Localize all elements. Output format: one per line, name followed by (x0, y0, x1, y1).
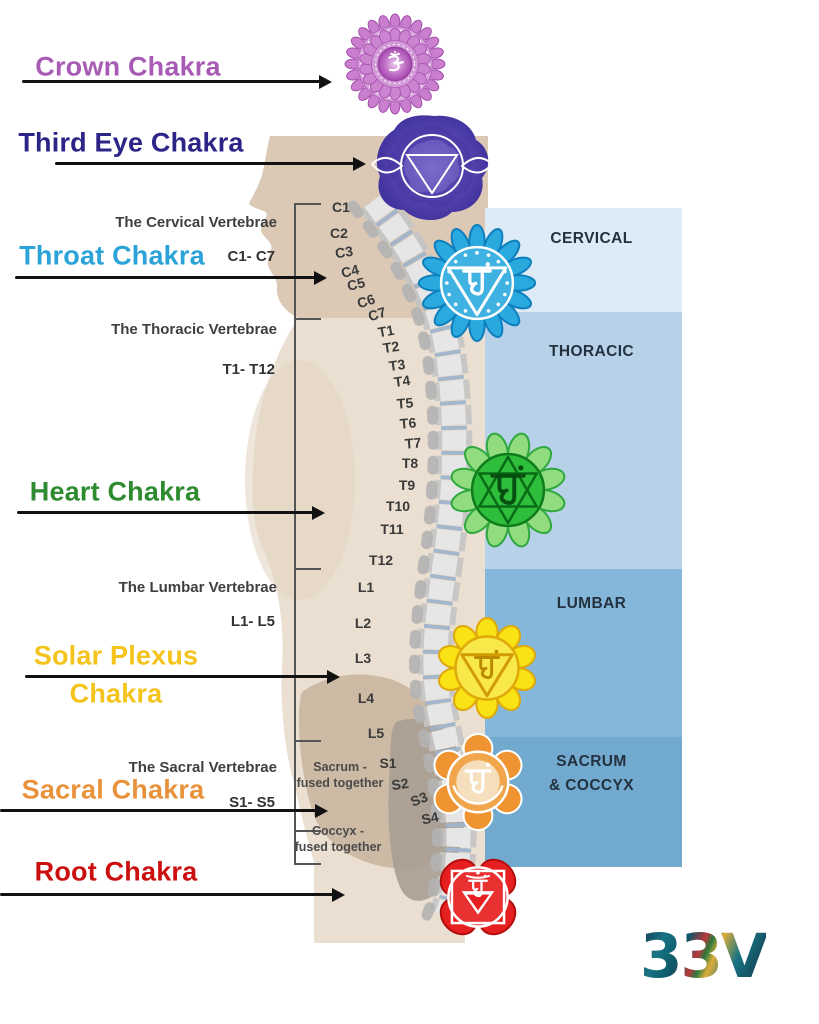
root-chakra-icon (417, 836, 539, 958)
throat-chakra-arrow (15, 276, 317, 279)
heart-icon-svg (450, 432, 566, 548)
vertebra-label-t9: T9 (398, 477, 416, 493)
vertebra-label-t2: T2 (381, 337, 401, 357)
solar-plexus-chakra-label: Chakra (69, 678, 163, 709)
region-band-lumbar-label: LUMBAR (556, 595, 627, 612)
section-title-0: The Cervical Vertebrae (115, 214, 277, 231)
vertebra-label-t8: T8 (401, 455, 419, 471)
crown-chakra-arrow (22, 80, 322, 83)
crown-chakra-icon (332, 1, 458, 127)
bracket-tick-0 (294, 203, 321, 205)
fused-note-line: fused together (296, 776, 384, 791)
crown-chakra-arrow-head (319, 75, 332, 89)
bracket-tick-5 (294, 863, 321, 865)
sacral-icon-svg (433, 733, 523, 831)
throat-chakra-label: Throat Chakra (19, 240, 205, 271)
solar-plexus-chakra-arrow (25, 675, 330, 678)
solar-plexus-chakra-arrow-head (327, 670, 340, 684)
section-title-2: The Lumbar Vertebrae (118, 579, 277, 596)
region-band-thoracic-label: THORACIC (549, 343, 634, 360)
spine-processes (347, 200, 443, 921)
vertebra-label-t6: T6 (399, 414, 417, 432)
fused-note-line: fused together (294, 840, 382, 855)
fused-note-0: Sacrum - fused together (265, 759, 415, 792)
root-chakra-label: Root Chakra (34, 856, 198, 887)
bracket-tick-2 (294, 568, 321, 570)
sacral-chakra-label: Sacral Chakra (21, 774, 205, 805)
third-eye-chakra-arrow (55, 162, 356, 165)
bracket-tick-4 (294, 830, 321, 832)
third-eye-icon-svg (370, 115, 494, 221)
vertebra-label-t12: T12 (368, 552, 394, 568)
vertebra-label-l3: L3 (354, 650, 372, 666)
throat-icon-svg (417, 223, 537, 343)
section-range-3: S1- S5 (229, 794, 275, 811)
fused-note-line: Sacrum - (313, 760, 367, 774)
sacral-chakra-arrow-head (315, 804, 328, 818)
vertebra-label-t3: T3 (387, 355, 407, 375)
section-range-1: T1- T12 (222, 361, 275, 378)
vertebra-label-l4: L4 (357, 690, 375, 706)
fused-note-1: Coccyx - fused together (263, 823, 413, 856)
region-band-cervical-label: CERVICAL (550, 230, 633, 247)
root-chakra-arrow-head (332, 888, 345, 902)
vertebra-label-t1: T1 (376, 321, 396, 341)
throat-chakra-icon (406, 212, 548, 354)
fused-note-line: Coccyx - (311, 824, 365, 838)
vertebra-label-t4: T4 (392, 371, 412, 391)
section-title-1: The Thoracic Vertebrae (111, 321, 277, 338)
vertebra-label-s2: S2 (390, 774, 410, 794)
vertebra-label-l5: L5 (367, 725, 385, 741)
section-title-3: The Sacral Vertebrae (128, 759, 277, 776)
solar-plexus-icon-svg (438, 617, 536, 719)
throat-chakra-arrow-head (314, 271, 327, 285)
vertebra-label-c3: C3 (334, 242, 354, 262)
solar-plexus-chakra-icon (423, 604, 551, 732)
crown-icon-svg (344, 13, 446, 115)
silhouette-chest-shade (245, 360, 355, 600)
vertebra-label-c2: C2 (330, 225, 348, 241)
section-range-2: L1- L5 (230, 613, 275, 630)
heart-chakra-label: Heart Chakra (29, 476, 201, 507)
solar-plexus-chakra-label: Solar Plexus (33, 640, 199, 671)
sacral-chakra-arrow (0, 809, 318, 812)
root-chakra-arrow (0, 893, 335, 896)
region-band-sacrum-label: & COCCYX (548, 777, 634, 794)
vertebra-label-s1: S1 (379, 755, 397, 771)
heart-chakra-arrow (17, 511, 315, 514)
section-range-0: C1- C7 (227, 248, 275, 265)
bracket-tick-3 (294, 740, 321, 742)
vertebra-label-t5: T5 (396, 394, 414, 412)
vertebra-label-c1: C1 (332, 199, 350, 215)
third-eye-chakra-icon (362, 96, 502, 236)
vertebra-label-t7: T7 (404, 434, 422, 452)
logo-33v: 33V (640, 921, 768, 992)
region-band-sacrum-label: SACRUM (556, 753, 627, 770)
heart-chakra-arrow-head (312, 506, 325, 520)
third-eye-chakra-label: Third Eye Chakra (18, 127, 244, 158)
bracket-line (294, 203, 296, 863)
sacral-chakra-icon (416, 720, 540, 844)
spine-discs (363, 192, 472, 923)
vertebra-label-t10: T10 (385, 498, 411, 514)
vertebra-label-t11: T11 (380, 521, 404, 537)
third-eye-chakra-arrow-head (353, 157, 366, 171)
root-icon-svg (439, 858, 517, 936)
vertebra-label-l2: L2 (354, 615, 372, 631)
crown-chakra-label: Crown Chakra (35, 51, 221, 82)
bracket-tick-1 (294, 318, 321, 320)
vertebra-label-l1: L1 (357, 579, 375, 595)
heart-chakra-icon (437, 419, 579, 561)
